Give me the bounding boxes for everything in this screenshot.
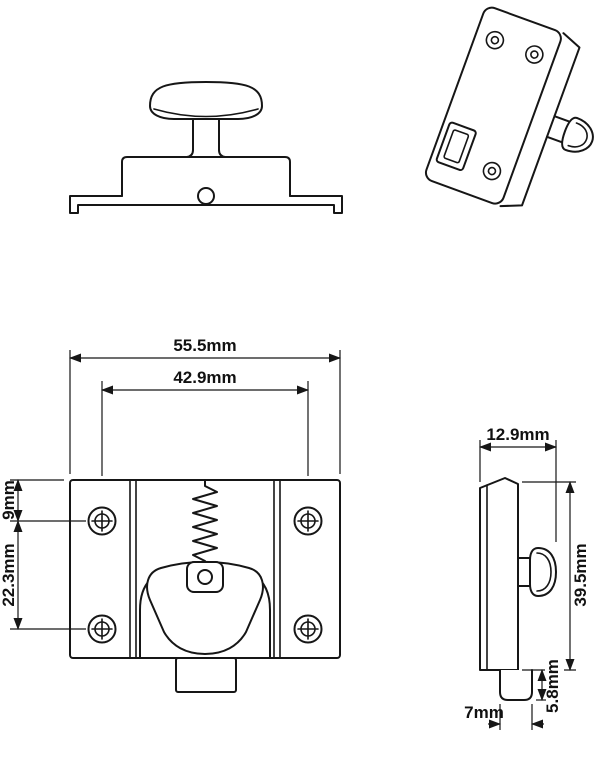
knob [545,115,594,153]
knob-profile [517,547,557,597]
screw-hole [525,45,544,64]
screw-hole [293,506,323,536]
profile-view-dimensions: 12.9mm 39.5mm 5.8mm 7mm [464,425,590,730]
bottom-tab-profile [499,669,533,701]
screw-hole [293,614,323,644]
dim-edge-to-hole-label: 9mm [0,480,18,520]
plate-profile [479,477,519,671]
bolt-housing [435,121,477,172]
plate-side-face [499,32,581,208]
dim-overall-width-label: 55.5mm [173,336,236,355]
dim-vertical-hole-spacing-label: 22.3mm [0,543,18,606]
screw-hole [485,30,505,50]
dim-hole-spacing-label: 42.9mm [173,368,236,387]
top-view-isometric [424,6,594,208]
knob-cap [149,81,263,120]
knob-stem [186,118,226,158]
latch-body [121,156,291,197]
screw-hole [482,161,502,181]
center-pin [197,187,215,205]
bottom-tab [175,657,237,693]
front-view [69,479,341,693]
dim-depth-label: 12.9mm [486,425,549,444]
top-view-side-elevation [69,81,343,214]
screw-hole [87,614,117,644]
spring [192,479,218,567]
dim-tab-width-label: 7mm [464,703,504,722]
front-view-dimensions: 55.5mm 42.9mm 9mm 22.3mm [0,336,341,630]
cam-pivot [197,569,213,585]
screw-hole [87,506,117,536]
profile-view [479,477,557,701]
dim-height-label: 39.5mm [571,543,590,606]
dim-tab-height-label: 5.8mm [543,659,562,713]
cam-pivot-block [186,561,224,593]
